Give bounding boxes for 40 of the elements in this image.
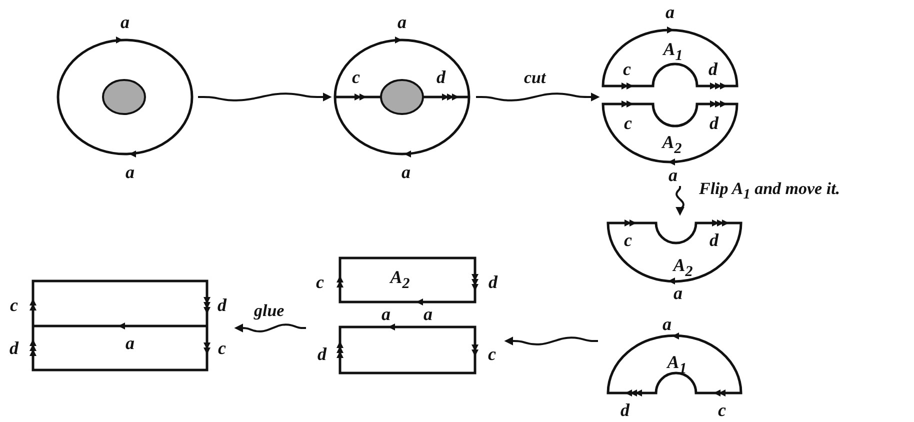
edge-letter-label: d: [710, 114, 718, 132]
edge-letter-label: a: [126, 334, 134, 352]
edge-letter-label: A$_{2}$: [673, 256, 693, 280]
edge-letter-label: a: [120, 13, 130, 31]
edge-label: glue: [253, 302, 286, 319]
edge-letter-label: a: [382, 305, 390, 323]
edge-letter-label: c: [218, 339, 226, 357]
wavy-arrow: [476, 92, 600, 102]
edge-letter-label: c: [352, 68, 360, 86]
edge-letter-label: d: [10, 339, 18, 357]
edge-letter-label: d: [318, 345, 326, 363]
edge-letter-label: a: [662, 315, 672, 333]
edge-letter-label: c: [488, 345, 496, 363]
edge-letter-label: d: [708, 60, 718, 78]
wavy-arrow: [198, 92, 332, 102]
edge-letter-label: c: [718, 401, 726, 419]
edge-letter-label: c: [623, 60, 631, 78]
edge-letter-label: c: [624, 114, 632, 132]
edge-letter-label: d: [488, 273, 498, 291]
edge-letter-label: a: [668, 166, 678, 184]
wavy-arrow: [234, 324, 307, 332]
edge-letter-label: A$_{2}$: [662, 133, 682, 157]
edge-letter-label: a: [126, 163, 134, 181]
edge-letter-label: a: [398, 13, 406, 31]
edge-letter-label: a: [674, 284, 682, 302]
edge-letter-label: a: [666, 3, 674, 21]
edge-letter-label: c: [10, 296, 18, 314]
edge-letter-label: a: [424, 305, 432, 323]
edge-letter-label: c: [316, 273, 324, 291]
edge-letter-label: A$_{2}$: [390, 268, 410, 292]
edge-letter-label: d: [620, 401, 630, 419]
edge-letter-label: d: [710, 231, 718, 249]
edge-letter-label: A$_{1}$: [667, 353, 687, 377]
edge-letter-label: A$_{1}$: [663, 40, 683, 64]
edge-letter-label: c: [624, 231, 632, 249]
edge-letter-label: d: [436, 68, 446, 86]
wavy-arrow: [676, 185, 684, 216]
edge-letter-label: d: [218, 296, 226, 314]
wavy-arrow: [504, 336, 598, 346]
edge-letter-label: a: [402, 163, 410, 181]
